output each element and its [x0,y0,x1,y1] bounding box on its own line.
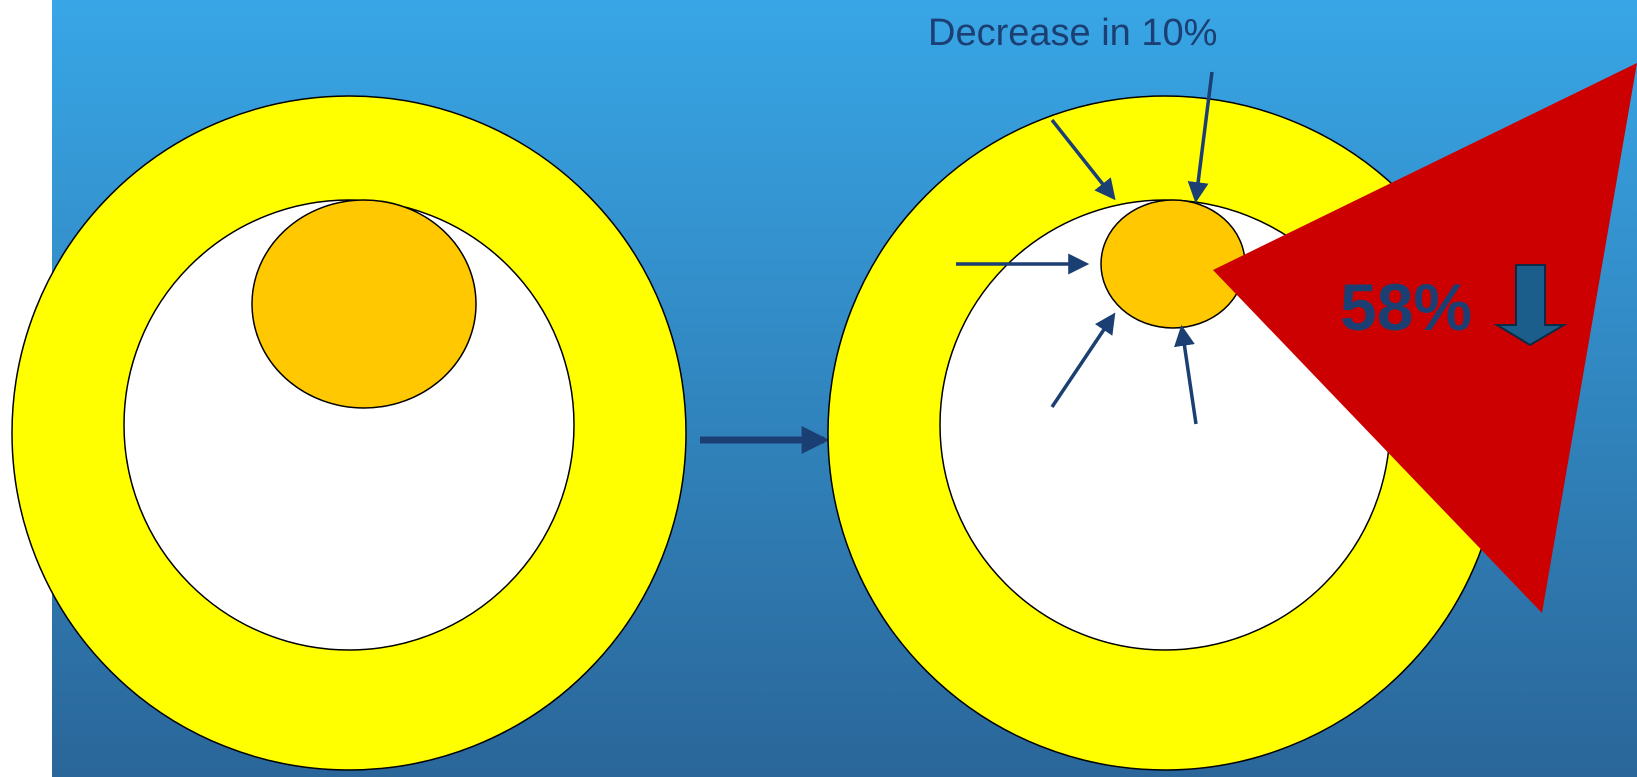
red-wedge-callout [1213,63,1637,613]
pointer-arrow-bottom [1174,324,1198,425]
before-core [251,199,477,409]
pointer-arrow-top [1187,71,1214,204]
decrease-annotation: Decrease in 10% [928,12,1217,54]
pointer-arrow-top-left [1050,118,1116,201]
after-core [1100,199,1246,329]
pointer-arrow-icon [956,71,1214,425]
reduction-percentage: 58% [1340,270,1472,344]
before-diagram [11,95,687,771]
down-arrow-icon [1493,264,1568,347]
pointer-arrow-bottom-left [1050,312,1116,408]
